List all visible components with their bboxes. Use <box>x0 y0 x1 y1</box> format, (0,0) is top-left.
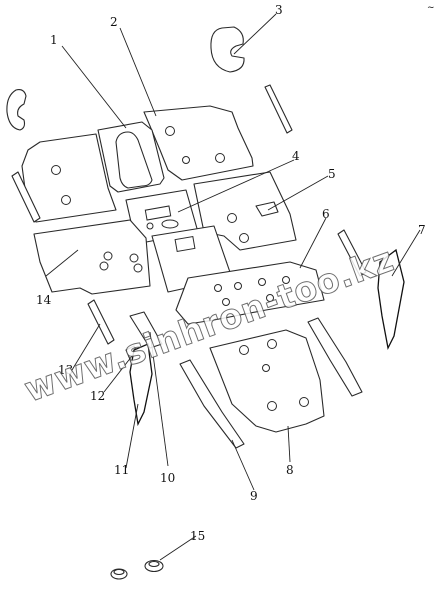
part-2-hole <box>182 156 190 164</box>
center-lower-window <box>174 235 196 253</box>
part-2-panel <box>143 105 254 181</box>
part-5-hole <box>239 233 249 243</box>
callout-9: 9 <box>250 489 258 503</box>
callout-3: 3 <box>275 3 283 17</box>
callout-10: 10 <box>160 471 175 485</box>
part-1-slot <box>115 131 153 189</box>
panel-upper-left-hole <box>61 195 71 205</box>
part-6-hole <box>222 298 230 306</box>
part-15-plug <box>113 568 125 576</box>
part-3b-clip <box>6 89 27 131</box>
part-8-hole <box>262 364 270 372</box>
part-6-hole <box>258 278 266 286</box>
part-6-hole <box>214 284 222 292</box>
part-9-strip <box>179 359 245 449</box>
callout-4: 4 <box>292 149 300 163</box>
callout-6: 6 <box>322 207 330 221</box>
part-6-hole <box>282 276 290 284</box>
part-4-window <box>144 205 172 221</box>
part-14-panel <box>33 219 151 295</box>
strip-left <box>11 171 41 223</box>
callout-12: 12 <box>90 389 105 403</box>
part-11-panel <box>129 343 153 427</box>
part-6-hole <box>266 294 274 302</box>
part-8-hole <box>239 345 249 355</box>
part-14-hole <box>99 261 109 271</box>
part-8-panel <box>209 329 325 433</box>
callout-14: 14 <box>36 293 52 307</box>
callout-15: 15 <box>190 529 205 543</box>
panel-upper-left-hole <box>51 165 61 175</box>
part-15-plug <box>148 560 160 568</box>
part-5-hole <box>227 213 237 223</box>
part-5-notch <box>255 201 279 217</box>
part-2-hole <box>215 153 225 163</box>
part-8-hole <box>267 339 277 349</box>
part-6-hole <box>234 282 242 290</box>
part-13-strip <box>87 299 115 345</box>
callout-8: 8 <box>286 463 294 477</box>
callout-7: 7 <box>418 223 426 237</box>
part-7-panel <box>377 248 405 351</box>
part-8-hole <box>299 397 309 407</box>
part-8-hole <box>267 401 277 411</box>
part-14-hole <box>133 263 143 273</box>
callout-13: 13 <box>58 363 73 377</box>
strip-right-7 <box>337 229 367 277</box>
strip-upper-right <box>264 84 293 134</box>
callout-11: 11 <box>114 463 129 477</box>
part-4-hole <box>161 219 179 229</box>
part-14-hole <box>103 251 113 261</box>
part-10-strip <box>129 311 163 349</box>
corner-mark: ~ <box>427 3 435 13</box>
panel-upper-left <box>21 133 117 223</box>
callout-2: 2 <box>110 15 118 29</box>
part-2-hole <box>165 126 175 136</box>
strip-right-8 <box>307 317 363 397</box>
part-3-clip <box>210 26 245 73</box>
callout-5: 5 <box>328 167 336 181</box>
callout-1: 1 <box>50 33 58 47</box>
part-14-hole <box>129 253 139 263</box>
part-4-hole <box>146 222 154 230</box>
leader-lines <box>45 13 421 561</box>
